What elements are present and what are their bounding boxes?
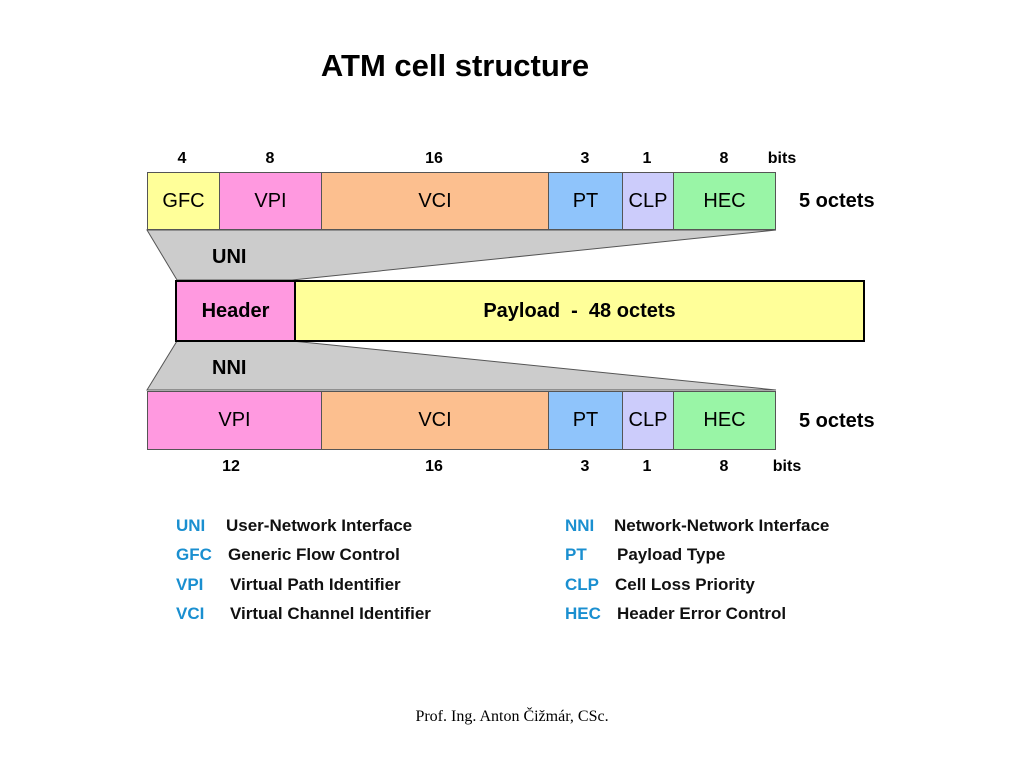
nni-bits-unit: bits <box>772 458 802 475</box>
uni-size-label: 5 octets <box>799 190 875 212</box>
uni-label: UNI <box>212 246 247 268</box>
bits-unit: bits <box>767 150 797 167</box>
legend-abbr: VCI <box>176 604 205 623</box>
nni-field-pt: PT <box>548 391 623 450</box>
bit-count-pt: 3 <box>580 150 590 167</box>
nni-label: NNI <box>212 357 247 379</box>
legend-abbr: HEC <box>565 604 601 623</box>
legend-abbr: PT <box>565 545 587 564</box>
nni-bit-count-vpi: 12 <box>222 458 240 475</box>
legend-item-gfc: GFC Generic Flow Control <box>176 545 400 565</box>
nni-field-hec: HEC <box>673 391 776 450</box>
bit-count-clp: 1 <box>642 150 652 167</box>
nni-bit-count-vci: 16 <box>425 458 443 475</box>
legend-desc: Network-Network Interface <box>614 516 830 535</box>
nni-field-clp: CLP <box>622 391 674 450</box>
atm-cell: Header Payload - 48 octets <box>175 280 865 342</box>
legend-abbr: VPI <box>176 575 204 594</box>
legend-desc: Generic Flow Control <box>228 545 400 564</box>
legend-abbr: CLP <box>565 575 599 594</box>
legend-desc: Header Error Control <box>617 604 787 623</box>
legend-item-pt: PT Payload Type <box>565 545 725 565</box>
legend-desc: Cell Loss Priority <box>615 575 755 594</box>
cell-header: Header <box>177 282 296 340</box>
page-title: ATM cell structure <box>320 48 590 83</box>
legend-item-hec: HEC Header Error Control <box>565 604 786 624</box>
nni-field-vci: VCI <box>321 391 549 450</box>
legend-item-vpi: VPI Virtual Path Identifier <box>176 575 401 595</box>
legend-desc: Payload Type <box>617 545 726 564</box>
bit-count-vpi: 8 <box>265 150 275 167</box>
legend-item-vci: VCI Virtual Channel Identifier <box>176 604 431 624</box>
nni-size-label: 5 octets <box>799 410 875 432</box>
legend-abbr: GFC <box>176 545 212 564</box>
field-vci: VCI <box>321 172 549 230</box>
field-vpi: VPI <box>219 172 322 230</box>
nni-bit-count-pt: 3 <box>580 458 590 475</box>
bit-count-gfc: 4 <box>177 150 187 167</box>
legend-desc: Virtual Path Identifier <box>230 575 401 594</box>
bit-count-vci: 16 <box>425 150 443 167</box>
legend-desc: User-Network Interface <box>226 516 413 535</box>
field-hec: HEC <box>673 172 776 230</box>
legend-desc: Virtual Channel Identifier <box>230 604 431 623</box>
footer-author: Prof. Ing. Anton Čižmár, CSc. <box>415 708 609 725</box>
legend-abbr: UNI <box>176 516 206 535</box>
field-pt: PT <box>548 172 623 230</box>
bit-count-hec: 8 <box>719 150 729 167</box>
nni-bit-count-clp: 1 <box>642 458 652 475</box>
field-clp: CLP <box>622 172 674 230</box>
cell-payload: Payload - 48 octets <box>296 282 863 340</box>
legend-item-clp: CLP Cell Loss Priority <box>565 575 755 595</box>
legend-abbr: NNI <box>565 516 595 535</box>
nni-field-vpi: VPI <box>147 391 322 450</box>
nni-bit-count-hec: 8 <box>719 458 729 475</box>
field-gfc: GFC <box>147 172 220 230</box>
legend-item-uni: UNI User-Network Interface <box>176 516 412 536</box>
legend-item-nni: NNI Network-Network Interface <box>565 516 829 536</box>
